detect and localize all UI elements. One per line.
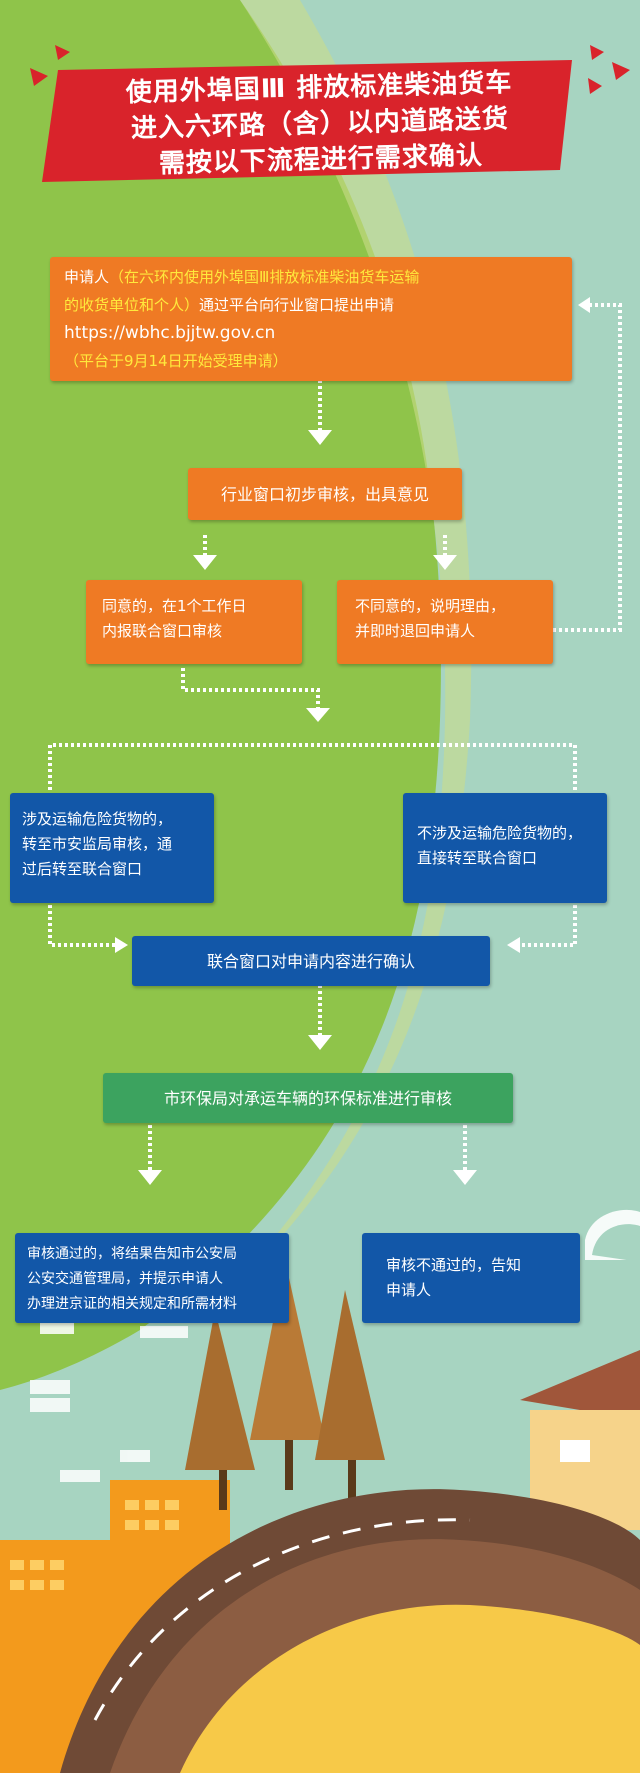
pass-line-3: 办理进京证的相关规定和所需材料 [27, 1296, 237, 1312]
apply-box: 申请人（在六环内使用外埠国Ⅲ排放标准柴油货车运输 的收货单位和个人）通过平台向行… [50, 257, 572, 381]
apply-note-1: （在六环内使用外埠国Ⅲ排放标准柴油货车运输 [109, 268, 420, 286]
initial-review-box: 行业窗口初步审核，出具意见 [188, 468, 462, 520]
joint-confirm-box: 联合窗口对申请内容进行确认 [132, 936, 490, 986]
non-dangerous-goods-box: 不涉及运输危险货物的， 直接转至联合窗口 [403, 793, 607, 903]
apply-note-2: 的收货单位和个人） [64, 296, 200, 314]
disagree-line-1: 不同意的，说明理由， [355, 597, 506, 615]
non-dangerous-line-1: 不涉及运输危险货物的， [417, 824, 583, 842]
fail-line-1: 审核不通过的，告知 [386, 1256, 522, 1274]
agree-box: 同意的，在1个工作日 内报联合窗口审核 [86, 580, 302, 664]
disagree-box: 不同意的，说明理由， 并即时退回申请人 [337, 580, 553, 664]
agree-line-2: 内报联合窗口审核 [102, 622, 223, 640]
fail-line-2: 申请人 [386, 1281, 432, 1299]
non-dangerous-line-2: 直接转至联合窗口 [417, 849, 538, 867]
apply-lead: 申请人 [64, 268, 110, 286]
pass-line-2: 公安交通管理局，并提示申请人 [27, 1271, 223, 1287]
initial-review-label: 行业窗口初步审核，出具意见 [220, 484, 429, 504]
agree-line-1: 同意的，在1个工作日 [102, 597, 247, 615]
pass-box: 审核通过的，将结果告知市公安局 公安交通管理局，并提示申请人 办理进京证的相关规… [15, 1233, 289, 1323]
dangerous-line-2: 转至市安监局审核，通 [22, 835, 173, 853]
disagree-line-2: 并即时退回申请人 [355, 622, 476, 640]
apply-date-note: （平台于9月14日开始受理申请） [64, 352, 288, 370]
fail-box: 审核不通过的，告知 申请人 [362, 1233, 580, 1323]
page-title: 使用外埠国Ⅲ 排放标准柴油货车 进入六环路（含）以内道路送货 需按以下流程进行需… [69, 63, 572, 184]
env-review-label: 市环保局对承运车辆的环保标准进行审核 [163, 1088, 452, 1108]
dangerous-goods-box: 涉及运输危险货物的， 转至市安监局审核，通 过后转至联合窗口 [10, 793, 214, 903]
apply-action: 通过平台向行业窗口提出申请 [199, 296, 395, 314]
joint-confirm-label: 联合窗口对申请内容进行确认 [206, 951, 415, 971]
apply-url: https://wbhc.bjjtw.gov.cn [64, 323, 276, 343]
dangerous-line-3: 过后转至联合窗口 [22, 860, 143, 878]
env-review-box: 市环保局对承运车辆的环保标准进行审核 [103, 1073, 513, 1123]
dangerous-line-1: 涉及运输危险货物的， [22, 810, 173, 828]
pass-line-1: 审核通过的，将结果告知市公安局 [27, 1246, 237, 1262]
